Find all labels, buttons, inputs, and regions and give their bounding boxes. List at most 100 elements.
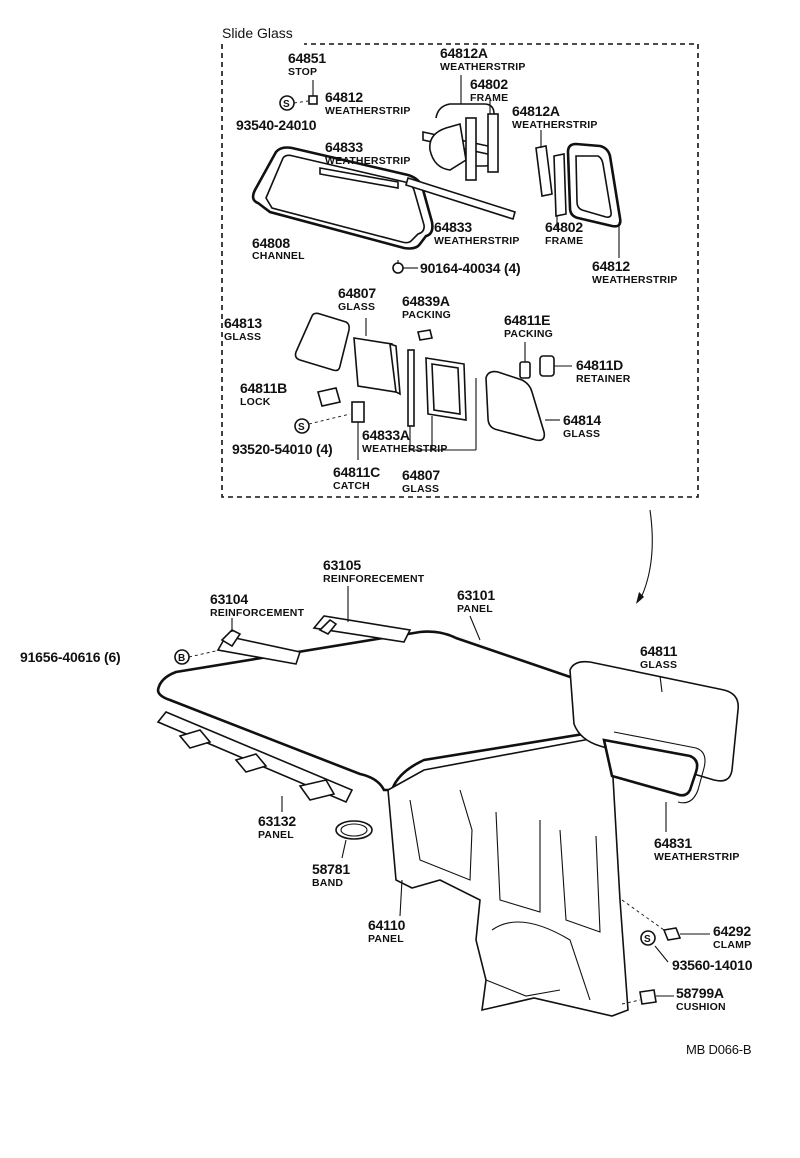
part-number: 64831 (654, 835, 692, 851)
part-number: 64110 (368, 917, 406, 933)
part-name: PACKING (504, 328, 553, 340)
part-number: 93560-14010 (672, 957, 753, 973)
part-name: GLASS (224, 331, 261, 343)
back-panel-64110-shape (387, 735, 629, 1017)
glass-64814-shape (485, 370, 560, 442)
part-number: 64833 (434, 219, 472, 235)
part-number: 64811B (240, 380, 287, 396)
part-name: FRAME (545, 235, 583, 247)
part-number: 64812A (440, 45, 488, 61)
part-number: 93520-54010 (4) (232, 441, 333, 457)
part-number: 63101 (457, 587, 495, 603)
weatherstrip-64831-shape (602, 731, 706, 832)
part-number: 93540-24010 (236, 117, 317, 133)
part-number: 64833A (362, 427, 410, 443)
section-title: Slide Glass (222, 25, 293, 41)
drawing-code: MB D066-B (686, 1042, 751, 1057)
part-name: GLASS (402, 483, 439, 495)
packing-64811e-shape (519, 342, 531, 379)
part-name: FRAME (470, 92, 508, 104)
weatherstrip-64812-right-shape (566, 142, 622, 258)
part-name: BAND (312, 877, 343, 889)
stop-64851-shape (308, 80, 318, 105)
part-number: 91656-40616 (6) (20, 649, 121, 665)
weatherstrip-64833a-shape (407, 349, 415, 427)
part-number: 64812A (512, 103, 560, 119)
part-number: 90164-40034 (4) (420, 260, 521, 276)
frame-64802-lower-shape (553, 153, 567, 228)
weatherstrip-64833-lower-shape (405, 176, 516, 221)
bolt-90164-shape (392, 260, 418, 274)
part-name: RETAINER (576, 373, 631, 385)
retainer-64811d-shape (539, 355, 572, 377)
part-number: 63104 (210, 591, 248, 607)
part-number: 64802 (545, 219, 583, 235)
part-name: PACKING (402, 309, 451, 321)
reinforcement-63105-shape (312, 586, 412, 643)
part-number: 58781 (312, 861, 350, 877)
part-number: 64811C (333, 464, 380, 480)
part-name: REINFORECEMENT (323, 573, 425, 585)
part-name: CHANNEL (252, 250, 305, 262)
part-number: 64802 (470, 76, 508, 92)
part-name: WEATHERSTRIP (325, 105, 411, 117)
glass-64811-shape (569, 660, 740, 782)
part-number: 64839A (402, 293, 450, 309)
part-name: WEATHERSTRIP (512, 119, 598, 131)
part-name: WEATHERSTRIP (592, 274, 678, 286)
lock-64811b-shape (316, 387, 342, 407)
part-name: CLAMP (713, 939, 751, 951)
part-name: REINFORCEMENT (210, 607, 305, 619)
s-mark: S (283, 99, 290, 110)
part-number: 64292 (713, 923, 751, 939)
part-number: 64812 (592, 258, 630, 274)
detail-pointer-arrow (636, 509, 653, 604)
part-name: WEATHERSTRIP (362, 443, 448, 455)
s-mark-2: S (298, 422, 305, 433)
part-number: 64833 (325, 139, 363, 155)
screw-93520-symbol: S (294, 413, 351, 434)
part-name: LOCK (240, 396, 271, 408)
glass-64807-right-shape (409, 357, 467, 450)
part-name: WEATHERSTRIP (440, 61, 526, 73)
weatherstrip-64833-upper-shape (319, 167, 399, 189)
part-name: WEATHERSTRIP (434, 235, 520, 247)
glass-64813-shape (294, 312, 350, 372)
part-name: PANEL (457, 603, 493, 615)
part-number: 63105 (323, 557, 361, 573)
part-name: WEATHERSTRIP (654, 851, 740, 863)
part-name: GLASS (338, 301, 375, 313)
part-name: STOP (288, 66, 317, 78)
part-number: 64811D (576, 357, 623, 373)
b-mark: B (178, 653, 185, 664)
part-name: CATCH (333, 480, 370, 492)
packing-64839a-shape (417, 329, 433, 341)
part-number: 64814 (563, 412, 601, 428)
inner-panel-63132-shape (156, 711, 354, 812)
s-mark-3: S (644, 934, 651, 945)
clamp-64292-shape (621, 899, 710, 941)
part-name: PANEL (368, 933, 404, 945)
part-name: CUSHION (676, 1001, 726, 1013)
weatherstrip-64812a-right-shape (535, 130, 553, 197)
part-number: 64811E (504, 312, 550, 328)
part-name: GLASS (640, 659, 677, 671)
part-number: 64807 (338, 285, 376, 301)
part-number: 58799A (676, 985, 724, 1001)
part-labels: 64851 STOP 64812 WEATHERSTRIP 93540-2401… (20, 45, 753, 1013)
band-58781-shape (335, 820, 373, 859)
screw-93540-symbol: S (279, 95, 309, 111)
part-name: WEATHERSTRIP (325, 155, 411, 167)
part-name: PANEL (258, 829, 294, 841)
part-name: GLASS (563, 428, 600, 440)
part-number: 64851 (288, 50, 326, 66)
reinforcement-63104-shape (216, 618, 302, 665)
glass-64807-left-shape (353, 318, 401, 396)
part-number: 64807 (402, 467, 440, 483)
screw-93560-symbol: S (640, 930, 669, 963)
part-number: 64811 (640, 643, 678, 659)
catch-64811c-shape (351, 401, 365, 460)
part-number: 64812 (325, 89, 363, 105)
part-number: 64813 (224, 315, 262, 331)
